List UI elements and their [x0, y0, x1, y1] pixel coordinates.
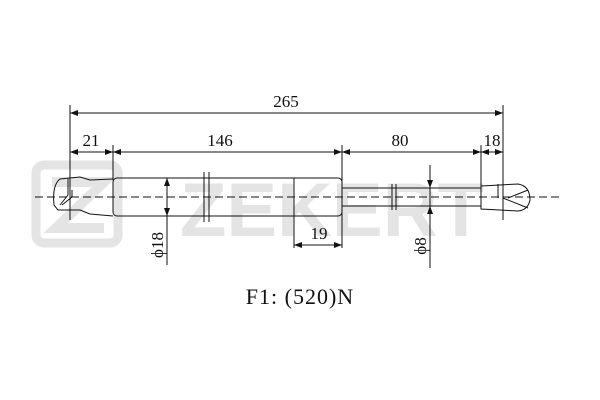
- dim-rod-diameter: ϕ8: [411, 237, 430, 254]
- force-label: F1: (520)N: [245, 284, 355, 309]
- dim-stroke: 80: [392, 131, 409, 150]
- dim-overall: 265: [273, 92, 299, 111]
- zekert-watermark: ZEKERT: [31, 160, 484, 253]
- dim-left-end: 21: [83, 131, 100, 150]
- dim-right-end: 18: [484, 131, 501, 150]
- dim-collar: 19: [311, 224, 328, 243]
- left-end-fitting: [53, 176, 114, 217]
- right-end-fitting: [480, 183, 531, 212]
- dim-cylinder: 146: [207, 131, 233, 150]
- watermark-text: ZEKERT: [180, 168, 484, 253]
- dim-cylinder-diameter: ϕ18: [148, 232, 167, 258]
